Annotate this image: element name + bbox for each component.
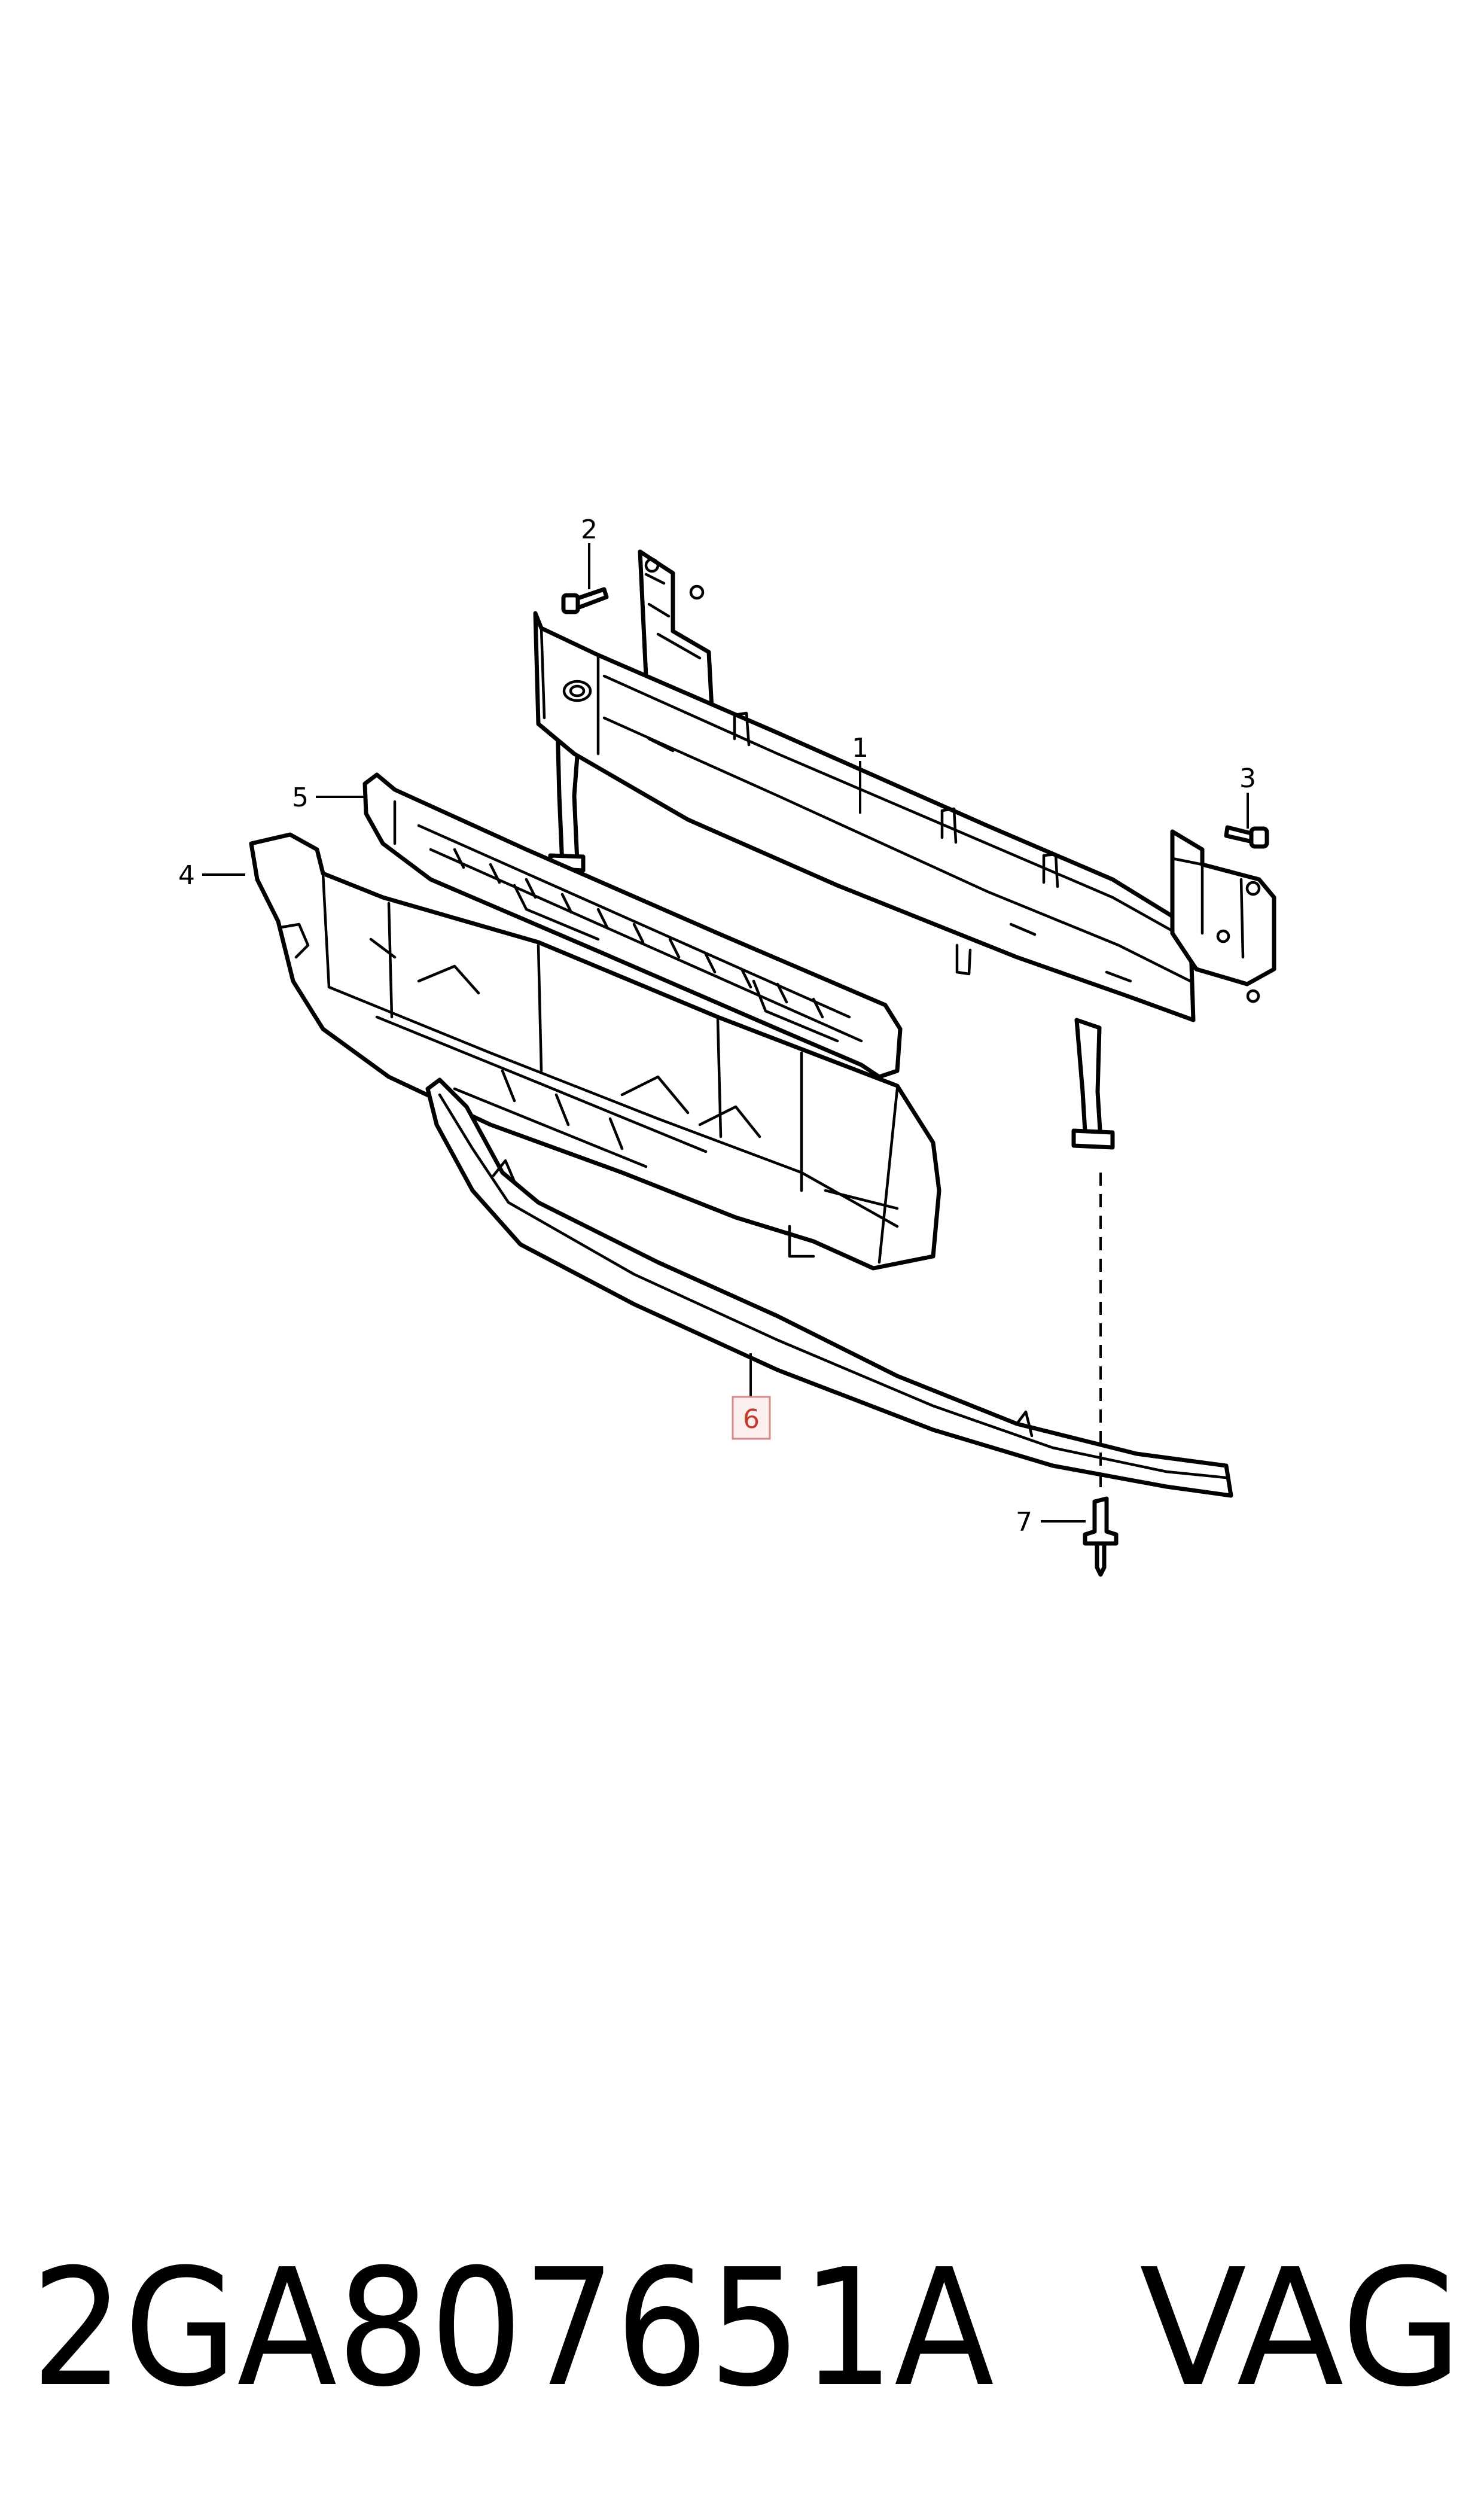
rivet-7 — [1083, 1496, 1119, 1577]
part-number: 2GA807651A — [31, 2234, 995, 2422]
energy-absorber — [249, 832, 941, 1271]
callout-6[interactable]: 6 — [743, 1404, 760, 1435]
bumper-reinforcement-beam — [533, 549, 1276, 1150]
callout-2[interactable]: 2 — [581, 514, 598, 545]
bolt-2 — [561, 587, 609, 614]
callout-5[interactable]: 5 — [292, 783, 309, 813]
mounting-bracket — [362, 772, 903, 1079]
brand-label: VAG — [1139, 2234, 1462, 2422]
callout-leaders — [202, 543, 1249, 1523]
bolt-3 — [1224, 825, 1269, 849]
callout-7[interactable]: 7 — [1016, 1507, 1032, 1537]
callout-4[interactable]: 4 — [178, 860, 195, 891]
callout-6-highlight-box — [732, 1396, 771, 1440]
callout-1[interactable]: 1 — [852, 733, 869, 763]
lower-trim-strip — [425, 1077, 1233, 1498]
callout-3[interactable]: 3 — [1239, 763, 1256, 794]
